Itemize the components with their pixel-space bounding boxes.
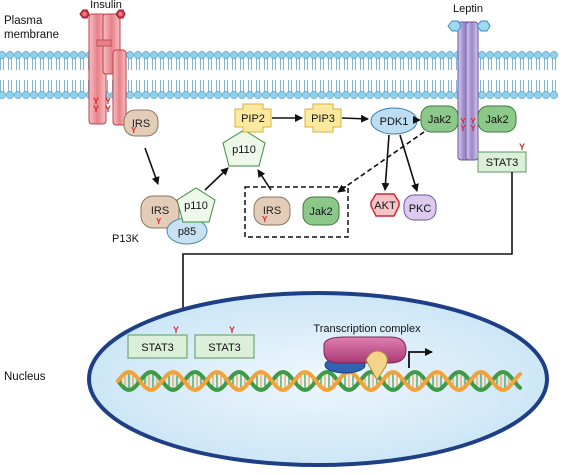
p85-label: p85 <box>178 226 196 238</box>
pdk1-label: PDK1 <box>380 116 409 128</box>
leptin-label: Leptin <box>453 3 483 15</box>
arrow-jak2-to-crosstalk-dashed <box>337 131 425 193</box>
arrow-pdk1-to-pkc <box>399 134 419 192</box>
stat3-b-phospho-y: Y <box>229 325 235 335</box>
stat3-membrane-phospho-y: Y <box>519 142 525 152</box>
jak2-box-label: Jak2 <box>309 206 332 218</box>
pathway-arrows <box>144 114 513 331</box>
dna-double-helix <box>116 370 522 392</box>
stat3-b-node <box>194 334 255 359</box>
arrow-irs-to-pi3k <box>144 147 160 185</box>
jak2-left-label: Jak2 <box>428 114 451 126</box>
stat3-membrane-label: STAT3 <box>486 157 519 169</box>
irs-pi3k-label: IRS <box>151 205 169 217</box>
stat3-membrane-node <box>477 151 527 173</box>
pip3-label: PIP3 <box>311 113 335 125</box>
akt-node <box>370 193 400 217</box>
irs-receptor-node <box>123 109 159 137</box>
leptin-receptor <box>457 21 479 161</box>
stat3-a-label: STAT3 <box>141 342 174 354</box>
leptin-phospho-y3: Y <box>470 117 476 126</box>
p110-membrane-label: p110 <box>232 144 256 156</box>
leptin-ligand-left-icon <box>447 20 462 32</box>
arrow-irs-box-to-p110 <box>257 169 272 191</box>
insulin-ligand-left-icon <box>79 9 90 19</box>
stat3-a-phospho-y: Y <box>173 325 179 335</box>
stat3-a-node <box>127 334 188 359</box>
arrow-p110-to-membrane <box>204 167 229 191</box>
stat3-b-label: STAT3 <box>208 342 241 354</box>
nucleus-label: Nucleus <box>4 371 46 383</box>
leptin-phospho-y1: Y <box>460 117 466 126</box>
pip2-label: PIP2 <box>241 113 265 125</box>
insulin-receptor <box>88 13 127 126</box>
insulin-phospho-y3: Y <box>105 96 111 106</box>
pkc-label: PKC <box>409 203 432 215</box>
jak2-right-label: Jak2 <box>485 114 508 126</box>
transcription-complex-label: Transcription complex <box>313 323 421 335</box>
pip2-node <box>234 103 272 133</box>
irs-box-label: IRS <box>263 205 281 217</box>
jak2-left-node <box>420 105 459 133</box>
irs-pi3k-phospho-y: Y <box>156 217 162 226</box>
insulin-phospho-y1: Y <box>93 96 99 106</box>
arrow-pdk1-to-akt <box>381 134 390 191</box>
pip3-node <box>304 103 342 133</box>
irs-pi3k-node <box>140 195 180 229</box>
p110-membrane-node <box>222 129 266 167</box>
jak2-right-node <box>477 105 517 133</box>
p110-complex-node <box>176 187 216 223</box>
irs-jak2-crosstalk-box <box>244 186 349 238</box>
plasma-membrane-label-line2: membrane <box>4 29 59 41</box>
arrow-pip3-to-pdk1 <box>341 114 369 123</box>
pkc-node <box>403 194 437 221</box>
plasma-membrane <box>0 51 558 99</box>
irs-box-phospho-y: Y <box>262 215 268 224</box>
jak2-box-node <box>302 196 340 226</box>
transcription-complex <box>323 336 407 381</box>
transcription-start-arrow <box>408 348 433 368</box>
plasma-membrane-label-line1: Plasma <box>4 15 43 27</box>
irs-receptor-phospho-y: Y <box>131 126 137 135</box>
irs-receptor-label: IRS <box>132 118 150 130</box>
irs-box-node <box>253 196 291 226</box>
insulin-ligand-right-icon <box>115 9 126 19</box>
leptin-phospho-y2: Y <box>460 124 466 133</box>
insulin-phospho-y2: Y <box>93 104 99 114</box>
leptin-ligand-right-icon <box>476 20 491 32</box>
arrow-stat3-to-nucleus <box>179 172 513 331</box>
pi3k-label: P13K <box>112 233 140 245</box>
leptin-phospho-y4: Y <box>470 124 476 133</box>
insulin-label: Insulin <box>90 0 122 11</box>
akt-label: AKT <box>374 200 396 212</box>
insulin-phospho-y4: Y <box>105 104 111 114</box>
p110-complex-label: p110 <box>184 200 208 212</box>
